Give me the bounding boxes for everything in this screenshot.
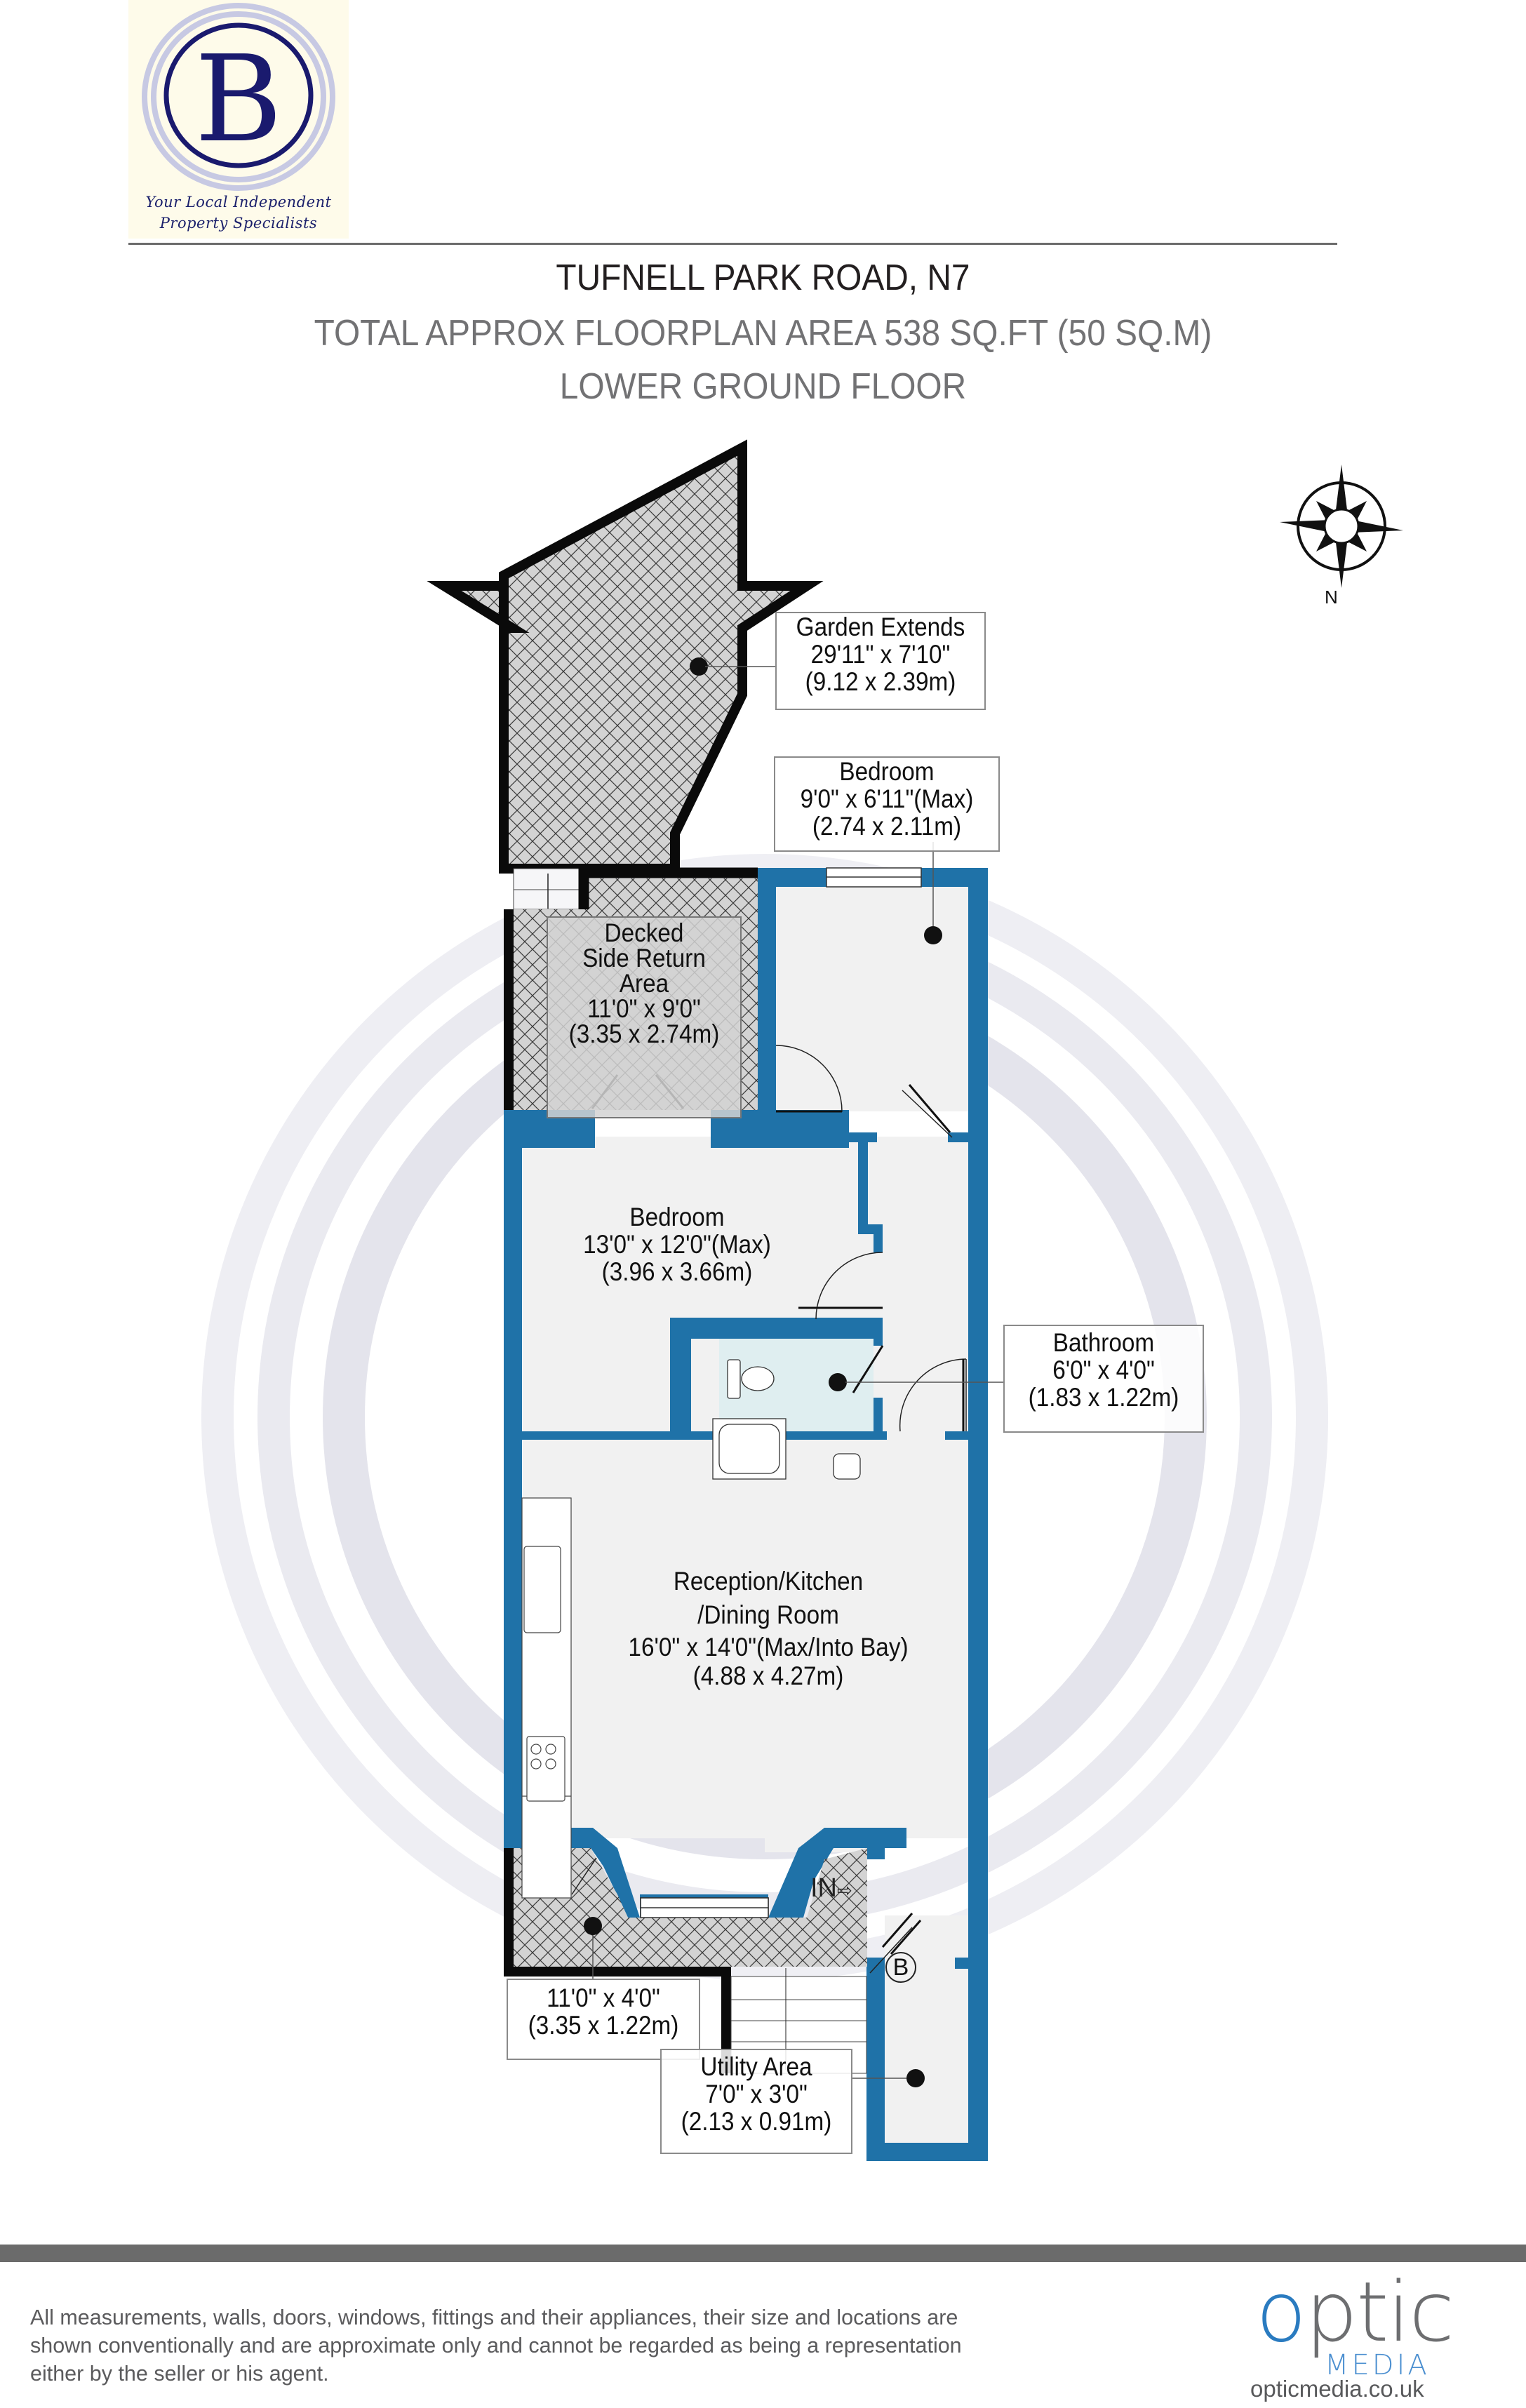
- room-dimensions-metric: (3.96 x 3.66m): [601, 1257, 753, 1286]
- garden-area: [427, 439, 824, 874]
- room-dimensions-imperial: 13'0" x 12'0"(Max): [583, 1230, 771, 1259]
- room-name: Reception/Kitchen: [673, 1567, 864, 1596]
- room-name: Bedroom: [839, 757, 935, 786]
- room-dimensions-imperial: 29'11" x 7'10": [810, 640, 951, 669]
- b-monogram-icon: B: [142, 3, 335, 191]
- room-dimensions-imperial: 11'0" x 4'0": [547, 1984, 660, 2012]
- room-dimensions-imperial: 16'0" x 14'0"(Max/Into Bay): [628, 1633, 909, 1661]
- room-name: Utility Area: [700, 2052, 812, 2081]
- room-dimensions-imperial: 11'0" x 9'0": [587, 994, 701, 1023]
- total-area: TOTAL APPROX FLOORPLAN AREA 538 SQ.FT (5…: [314, 313, 1212, 354]
- kitchen-units: [521, 1497, 572, 1899]
- optic-wordmark: optic: [1256, 2263, 1454, 2360]
- room-dimensions-metric: (3.35 x 2.74m): [568, 1019, 720, 1048]
- front-area: [504, 1848, 867, 2073]
- room-dimensions-metric: (2.13 x 0.91m): [681, 2107, 832, 2136]
- floor-name: LOWER GROUND FLOOR: [559, 366, 967, 407]
- compass-north-icon: [1280, 464, 1403, 588]
- logo-tagline-2: Property Specialists: [159, 215, 318, 232]
- steps-top: [513, 868, 584, 910]
- entrance-marker: IN⇨: [810, 1873, 852, 1904]
- room-label-bedroom-main: Bedroom 13'0" x 12'0"(Max) (3.96 x 3.66m…: [540, 1203, 814, 1285]
- leader-lines: [592, 666, 1003, 2079]
- bathroom-fixtures: [712, 1359, 861, 1480]
- room-label-bathroom: Bathroom 6'0" x 4'0" (1.83 x 1.22m): [1003, 1325, 1204, 1433]
- footer-band: [0, 2245, 1526, 2262]
- room-name: Decked: [604, 918, 684, 947]
- room-dimensions-imperial: 9'0" x 6'11"(Max): [800, 784, 974, 813]
- room-dimensions-metric: (4.88 x 4.27m): [692, 1661, 844, 1690]
- svg-text:B: B: [195, 30, 283, 169]
- room-dimensions-metric: (9.12 x 2.39m): [805, 667, 956, 696]
- floorplan-drawing: [201, 439, 1328, 2161]
- logo-tagline-1: Your Local Independent: [145, 194, 332, 210]
- room-label-bedroom-small: Bedroom 9'0" x 6'11"(Max) (2.74 x 2.11m): [774, 756, 1000, 852]
- room-label-decked: Decked Side Return Area 11'0" x 9'0" (3.…: [547, 916, 742, 1118]
- disclaimer-line: either by the seller or his agent.: [30, 2362, 329, 2386]
- disclaimer-line: shown conventionally and are approximate…: [30, 2334, 962, 2357]
- room-name: Area: [619, 969, 669, 998]
- room-dimensions-metric: (1.83 x 1.22m): [1028, 1383, 1179, 1412]
- room-dimensions-imperial: 6'0" x 4'0": [1052, 1356, 1155, 1384]
- boiler-marker: B: [885, 1952, 916, 1983]
- room-label-reception: Reception/Kitchen /Dining Room 16'0" x 1…: [579, 1565, 958, 1690]
- optic-media-logo: optic MEDIA opticmedia.co.uk: [1242, 2263, 1454, 2402]
- optic-url: opticmedia.co.uk: [1250, 2376, 1424, 2402]
- property-address: TUFNELL PARK ROAD, N7: [556, 257, 970, 298]
- room-name: Bathroom: [1052, 1328, 1155, 1357]
- building-floor: [523, 887, 972, 2143]
- header-divider: [128, 243, 1337, 245]
- room-dots: [584, 657, 942, 2087]
- disclaimer: All measurements, walls, doors, windows,…: [30, 2303, 1104, 2388]
- room-name: /Dining Room: [697, 1600, 839, 1629]
- room-dimensions-metric: (2.74 x 2.11m): [812, 812, 962, 841]
- agent-logo: B Your Local Independent Property Specia…: [128, 0, 349, 239]
- room-name: Garden Extends: [796, 613, 965, 641]
- media-wordmark: MEDIA: [1325, 2349, 1430, 2381]
- disclaimer-line: All measurements, walls, doors, windows,…: [30, 2306, 958, 2329]
- entrance-label: IN: [810, 1873, 837, 1903]
- room-name: Side Return: [582, 944, 706, 972]
- compass-label: N: [1325, 587, 1338, 608]
- room-label-garden: Garden Extends 29'11" x 7'10" (9.12 x 2.…: [775, 612, 986, 710]
- arrow-right-icon: ⇨: [837, 1880, 852, 1901]
- room-label-utility: Utility Area 7'0" x 3'0" (2.13 x 0.91m): [660, 2049, 852, 2154]
- room-dimensions-imperial: 7'0" x 3'0": [705, 2080, 808, 2108]
- room-label-front-area: 11'0" x 4'0" (3.35 x 1.22m): [507, 1979, 700, 2060]
- room-name: Bedroom: [629, 1203, 725, 1231]
- room-dimensions-metric: (3.35 x 1.22m): [528, 2011, 679, 2040]
